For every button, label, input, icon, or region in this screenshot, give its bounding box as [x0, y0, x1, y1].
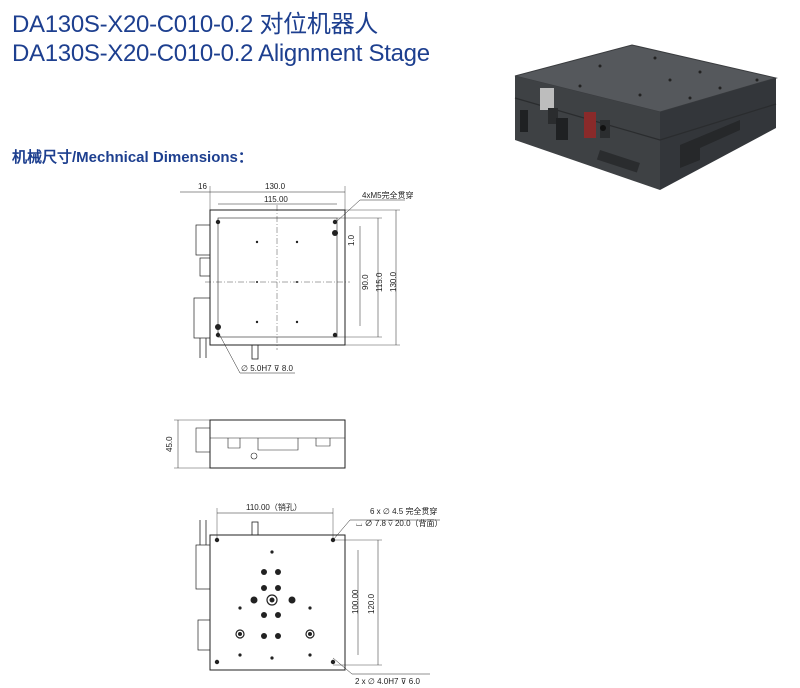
- note-6x-holes: 6 x ∅ 4.5 完全贯穿: [370, 506, 437, 516]
- dim-16-offset: 16: [198, 182, 207, 191]
- dim-130-width: 130.0: [265, 182, 286, 191]
- stage-render-image: [514, 44, 778, 190]
- top-view-drawing: [180, 186, 405, 374]
- section-heading: 机械尺寸/Mechnical Dimensions：: [12, 149, 253, 166]
- note-counterbore: ⌴ ∅ 7.8 ⊽ 20.0（背面）: [356, 518, 443, 528]
- bottom-view-drawing: [195, 508, 440, 675]
- dim-90: 90.0: [361, 274, 370, 290]
- title-chinese: DA130S-X20-C010-0.2 对位机器人: [12, 11, 378, 38]
- dim-45-height: 45.0: [165, 436, 174, 452]
- dim-120: 120.0: [367, 593, 376, 614]
- dim-100: 100.00: [351, 589, 360, 614]
- note-4xm5: 4xM5完全贯穿: [362, 190, 414, 200]
- title-english: DA130S-X20-C010-0.2 Alignment Stage: [12, 40, 430, 67]
- note-2x-pins: 2 x ∅ 4.0H7 ⊽ 6.0: [355, 677, 420, 686]
- dim-115-width: 115.00: [264, 195, 288, 204]
- dim-1-0: 1.0: [347, 234, 356, 246]
- dim-110-pin-span: 110.00（销孔）: [246, 502, 302, 512]
- note-pin-diameter: ∅ 5.0H7 ⊽ 8.0: [241, 364, 294, 373]
- side-view-drawing: [174, 419, 346, 469]
- bottom-view-holes: [214, 537, 336, 665]
- dim-115-height: 115.0: [375, 272, 384, 292]
- dim-130-height: 130.0: [389, 271, 398, 292]
- top-view-holes: [215, 219, 338, 338]
